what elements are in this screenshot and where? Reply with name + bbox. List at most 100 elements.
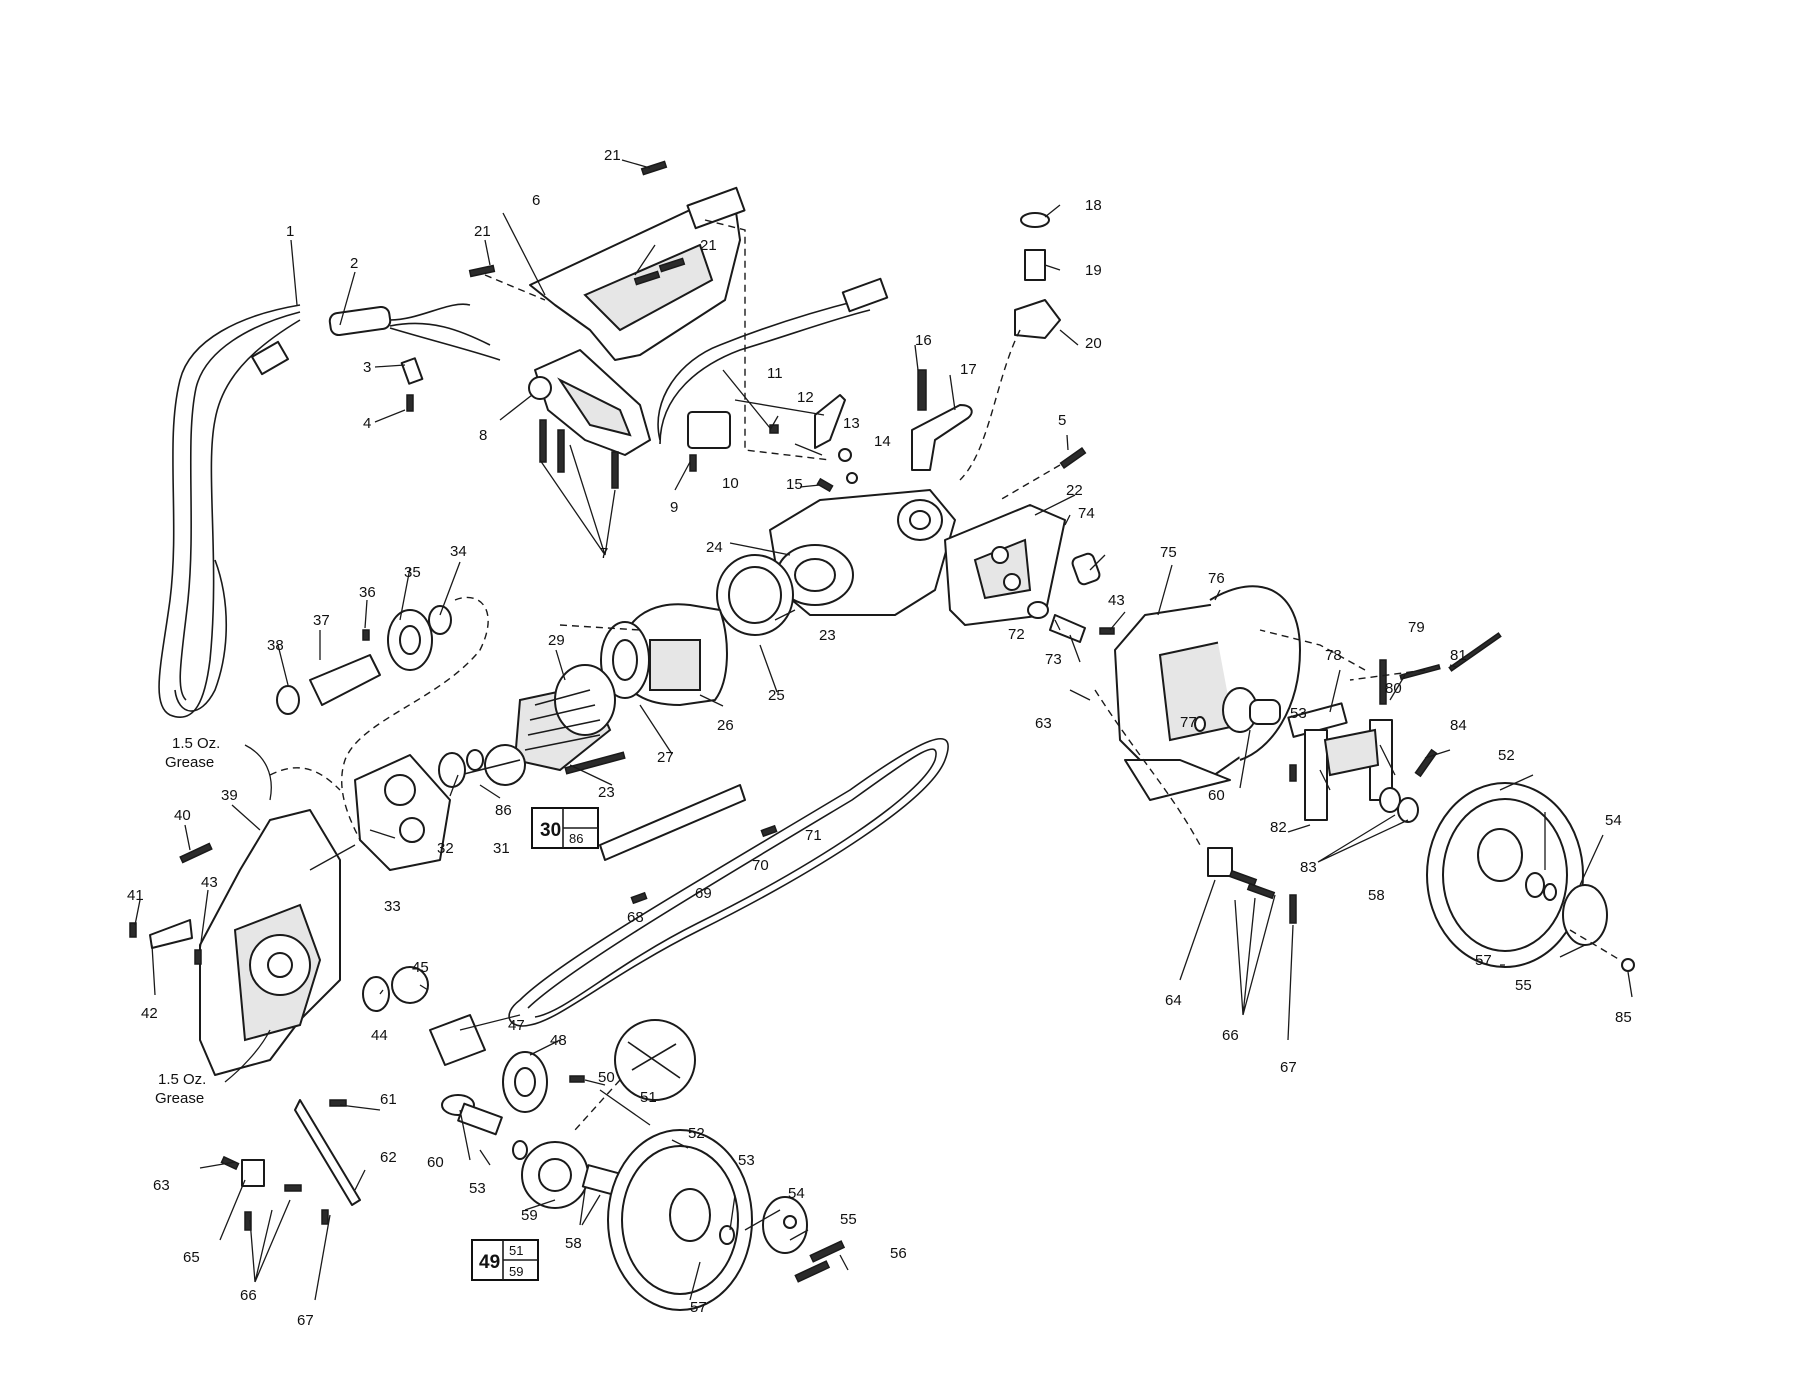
clamp-screw-3-4 (400, 357, 424, 412)
label-21b: 21 (474, 223, 491, 240)
label-65: 65 (183, 1249, 200, 1266)
grease-note-top: 1.5 Oz. Grease (165, 735, 272, 801)
label-40: 40 (174, 807, 191, 824)
mount-64-67 (1207, 847, 1297, 924)
label-26: 26 (717, 717, 734, 734)
label-23b: 23 (598, 784, 615, 801)
label-78: 78 (1325, 647, 1342, 664)
label-36: 36 (359, 584, 376, 601)
label-18: 18 (1085, 197, 1102, 214)
sprocket-kit-sub2: 59 (509, 1264, 523, 1279)
label-54a: 54 (788, 1185, 805, 1202)
label-71: 71 (805, 827, 822, 844)
motor-housing-23 (769, 489, 956, 616)
grease-bottom-line2: Grease (155, 1090, 204, 1107)
label-17: 17 (960, 361, 977, 378)
label-84: 84 (1450, 717, 1467, 734)
label-57a: 57 (690, 1299, 707, 1316)
label-44: 44 (371, 1027, 388, 1044)
label-31: 31 (493, 840, 510, 857)
label-43b: 43 (1108, 592, 1125, 609)
label-63b: 63 (1035, 715, 1052, 732)
label-67b: 67 (1280, 1059, 1297, 1076)
label-1: 1 (286, 223, 294, 240)
grease-note-bottom: 1.5 Oz. Grease (155, 1029, 271, 1107)
knob-18-20 (1014, 212, 1061, 339)
label-41: 41 (127, 887, 144, 904)
label-32: 32 (437, 840, 454, 857)
label-56: 56 (890, 1245, 907, 1262)
label-47: 47 (508, 1017, 525, 1034)
guard-17 (911, 369, 973, 471)
gear-plate-33 (354, 754, 451, 871)
label-50: 50 (598, 1069, 615, 1086)
label-11: 11 (767, 365, 783, 382)
wheel-52-right (1426, 782, 1584, 968)
output-shaft-left (362, 966, 696, 1209)
leader-lines (134, 159, 1633, 1301)
label-4: 4 (363, 415, 371, 432)
label-21c: 21 (700, 237, 717, 254)
label-2: 2 (350, 255, 358, 272)
label-79: 79 (1408, 619, 1425, 636)
mount-62-65 (220, 1099, 361, 1231)
label-39: 39 (221, 787, 238, 804)
label-55a: 55 (840, 1211, 857, 1228)
armature-kit-box: 30 86 (531, 807, 599, 849)
bearing-31 (438, 749, 484, 788)
label-82: 82 (1270, 819, 1287, 836)
gear-case-22 (944, 504, 1066, 626)
sprocket-kit-box: 49 51 59 (471, 1239, 539, 1281)
sprocket-kit-main-number: 49 (479, 1252, 500, 1273)
label-35: 35 (404, 564, 421, 581)
label-85: 85 (1615, 1009, 1632, 1026)
label-53c: 53 (1290, 705, 1307, 722)
label-70: 70 (752, 857, 769, 874)
label-20: 20 (1085, 335, 1102, 352)
label-38: 38 (267, 637, 284, 654)
label-53a: 53 (469, 1180, 486, 1197)
label-60b: 60 (1208, 787, 1225, 804)
callout-labels: 1 2 3 4 5 6 7 8 9 10 11 12 13 14 15 16 1… (127, 147, 1632, 1329)
label-68: 68 (627, 909, 644, 926)
label-76: 76 (1208, 570, 1225, 587)
label-14: 14 (874, 433, 891, 450)
label-27: 27 (657, 749, 674, 766)
label-63a: 63 (153, 1177, 170, 1194)
label-7: 7 (600, 545, 608, 562)
label-66b: 66 (1222, 1027, 1239, 1044)
label-77: 77 (1180, 714, 1197, 731)
label-48: 48 (550, 1032, 567, 1049)
label-74: 74 (1078, 505, 1095, 522)
label-21a: 21 (604, 147, 621, 164)
label-9: 9 (670, 499, 678, 516)
screws-7 (539, 419, 619, 489)
label-52a: 52 (688, 1125, 705, 1142)
label-58b: 58 (1368, 887, 1385, 904)
label-81: 81 (1450, 647, 1467, 664)
field-26 (619, 603, 728, 706)
hub-55-left (719, 1196, 846, 1283)
label-6: 6 (532, 192, 540, 209)
label-61: 61 (380, 1091, 397, 1108)
label-37: 37 (313, 612, 330, 629)
label-53b: 53 (738, 1152, 755, 1169)
brush-holder-27 (600, 621, 650, 699)
label-52b: 52 (1498, 747, 1515, 764)
label-34: 34 (450, 543, 467, 560)
label-24: 24 (706, 539, 723, 556)
label-73: 73 (1045, 651, 1062, 668)
sprocket-kit-sub1: 51 (509, 1243, 523, 1258)
wheel-52-left (607, 1129, 753, 1311)
label-5: 5 (1058, 412, 1066, 429)
label-8: 8 (479, 427, 487, 444)
countershaft-parts (276, 605, 452, 715)
label-54b: 54 (1605, 812, 1622, 829)
screws-21 (468, 160, 686, 286)
label-16: 16 (915, 332, 932, 349)
grease-top-line2: Grease (165, 754, 214, 771)
blade-guide-78-83 (1287, 632, 1502, 823)
label-60a: 60 (427, 1154, 444, 1171)
label-13: 13 (843, 415, 860, 432)
label-23a: 23 (819, 627, 836, 644)
